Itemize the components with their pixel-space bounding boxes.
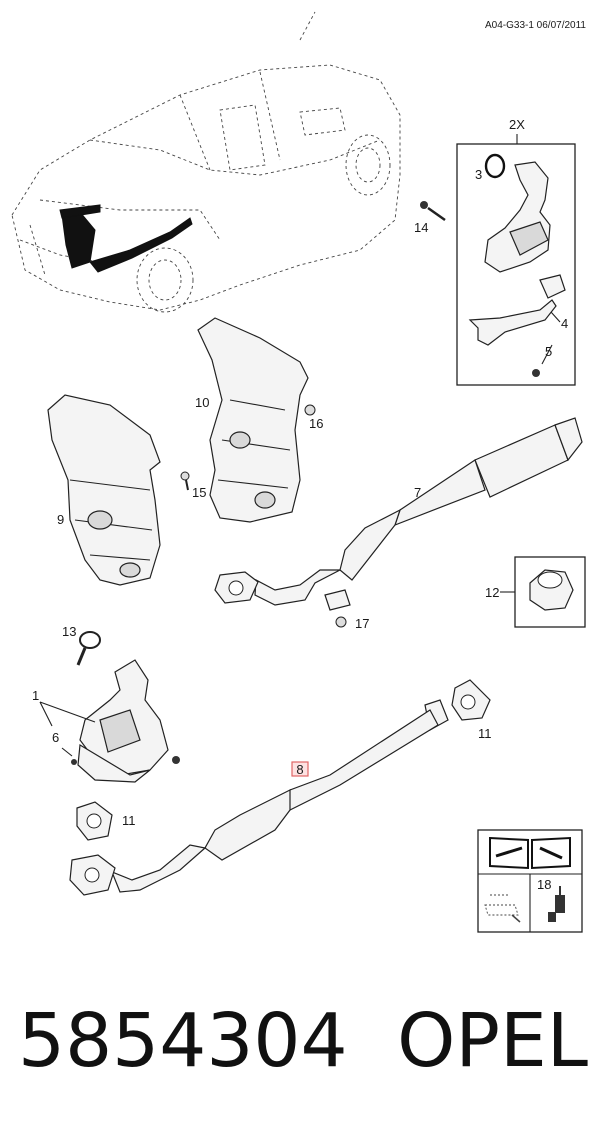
info-box: 18 bbox=[477, 829, 583, 933]
label-9: 9 bbox=[57, 512, 64, 527]
heat-shield-9: 9 bbox=[47, 394, 161, 586]
exhaust-pipe-7: 7 bbox=[214, 417, 583, 611]
nut-12-box: 12 bbox=[485, 556, 586, 628]
label-11-left: 11 bbox=[122, 813, 136, 828]
label-12: 12 bbox=[485, 585, 499, 600]
label-8: 8 bbox=[296, 762, 303, 777]
label-17: 17 bbox=[355, 616, 369, 631]
flange-11-right: 11 bbox=[451, 679, 492, 741]
oil-drain-icon bbox=[484, 894, 521, 923]
catalyst-kit-box: 2X 3 4 5 bbox=[456, 117, 576, 386]
kit-quantity-label: 2X bbox=[509, 117, 525, 132]
bolt-17: 17 bbox=[335, 616, 369, 631]
label-15: 15 bbox=[192, 485, 206, 500]
label-4: 4 bbox=[561, 316, 568, 331]
label-10: 10 bbox=[195, 395, 209, 410]
flange-11-left: 11 bbox=[76, 801, 136, 841]
gasket-ring bbox=[484, 153, 506, 179]
nut-16: 16 bbox=[304, 404, 323, 431]
reference-code: A04-G33-1 06/07/2011 bbox=[485, 20, 586, 31]
bolt-14: 14 bbox=[414, 201, 446, 235]
label-1: 1 bbox=[32, 688, 39, 703]
heat-shield-10: 10 bbox=[195, 317, 309, 523]
label-3: 3 bbox=[475, 167, 482, 182]
manual-icon bbox=[489, 836, 571, 870]
bolt-15: 15 bbox=[180, 471, 206, 500]
catalytic-converter-1: 1 6 bbox=[32, 659, 180, 783]
label-6: 6 bbox=[52, 730, 59, 745]
label-7: 7 bbox=[414, 485, 421, 500]
sensor-icon bbox=[548, 886, 565, 922]
front-pipe-8: 8 bbox=[69, 699, 449, 896]
brand-name: OPEL bbox=[397, 998, 588, 1084]
label-14: 14 bbox=[414, 220, 428, 235]
clamp-13: 13 bbox=[62, 624, 101, 666]
label-16: 16 bbox=[309, 416, 323, 431]
label-18: 18 bbox=[537, 877, 551, 892]
highlight-box-8 bbox=[291, 761, 309, 777]
label-11-right: 11 bbox=[478, 726, 492, 741]
car-illustration bbox=[11, 11, 401, 313]
part-number: 5854304 bbox=[18, 998, 348, 1084]
label-13: 13 bbox=[62, 624, 76, 639]
